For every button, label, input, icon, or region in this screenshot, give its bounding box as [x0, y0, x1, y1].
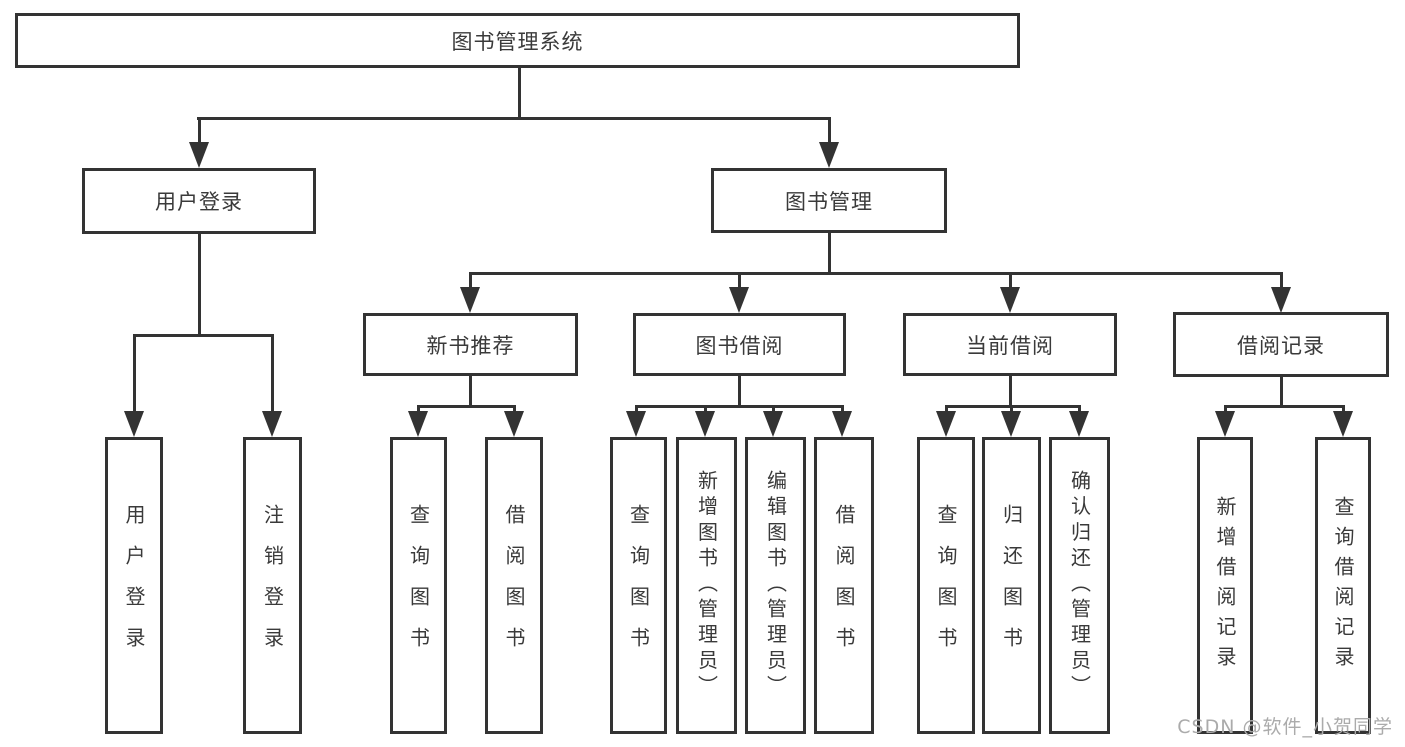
connector-stem [198, 233, 201, 336]
leaf-query-books-borrowing: 查询图书 [610, 437, 667, 734]
node-label: 图书借阅 [695, 333, 784, 358]
arrowhead-down-icon [262, 411, 282, 437]
connector-stem [1342, 405, 1345, 413]
connector-stem [772, 405, 775, 413]
connector-split [133, 334, 274, 337]
leaf-label: 归还图书 [999, 503, 1024, 668]
connector-stem [513, 405, 516, 413]
leaf-label: 查询图书 [934, 503, 958, 668]
node-label: 新书推荐 [426, 333, 515, 358]
node-label: 当前借阅 [966, 333, 1054, 358]
arrowhead-down-icon [408, 411, 428, 437]
connector-root-stem [518, 68, 521, 118]
connector-stem [1078, 405, 1081, 413]
node-label: 图书管理系统 [451, 29, 584, 54]
arrowhead-down-icon [1271, 287, 1291, 313]
arrowhead-down-icon [1215, 411, 1235, 437]
node-book-management: 图书管理 [711, 168, 947, 233]
leaf-logout: 注销登录 [243, 437, 302, 734]
connector-split [417, 405, 516, 408]
node-label: 用户登录 [155, 190, 243, 214]
leaf-label: 新增图书（管理员） [694, 470, 719, 701]
leaf-confirm-return-admin: 确认归还（管理员） [1049, 437, 1110, 734]
arrowhead-down-icon [189, 142, 209, 168]
leaf-label: 查询图书 [406, 503, 431, 668]
connector-stem [469, 376, 472, 407]
connector-stem [841, 405, 844, 413]
connector-stem [1224, 405, 1227, 413]
connector-stem [1009, 376, 1012, 407]
leaf-label: 用户登录 [122, 503, 146, 668]
leaf-user-login: 用户登录 [105, 437, 163, 734]
connector-stem [704, 405, 707, 413]
node-current-borrowing: 当前借阅 [903, 313, 1117, 376]
connector-split [469, 272, 1282, 275]
leaf-query-books-recommend: 查询图书 [390, 437, 447, 734]
connector-stem [1010, 405, 1013, 413]
connector-stem [828, 233, 831, 274]
leaf-label: 查询借阅记录 [1331, 495, 1355, 676]
connector-stem [1009, 272, 1012, 289]
connector-stem [945, 405, 948, 413]
connector-stem [417, 405, 420, 413]
connector-split [635, 405, 843, 408]
node-library-management-system: 图书管理系统 [15, 13, 1020, 68]
leaf-label: 借阅图书 [832, 503, 856, 668]
arrowhead-down-icon [504, 411, 524, 437]
leaf-label: 查询图书 [626, 503, 651, 668]
connector-stem [469, 272, 472, 289]
node-borrowing-records: 借阅记录 [1173, 312, 1389, 377]
connector-stem [1280, 272, 1283, 289]
arrowhead-down-icon [819, 142, 839, 168]
node-label: 图书管理 [785, 189, 873, 214]
watermark: CSDN @软件_小贺同学 [1177, 716, 1393, 738]
node-new-book-recommend: 新书推荐 [363, 313, 578, 376]
leaf-add-borrow-record: 新增借阅记录 [1197, 437, 1253, 734]
connector-stem [271, 334, 274, 413]
arrowhead-down-icon [729, 287, 749, 313]
connector-split [1224, 405, 1344, 408]
arrowhead-down-icon [832, 411, 852, 437]
leaf-label: 新增借阅记录 [1213, 495, 1237, 676]
leaf-label: 借阅图书 [502, 503, 526, 668]
arrowhead-down-icon [626, 411, 646, 437]
arrowhead-down-icon [124, 411, 144, 437]
leaf-borrow-books: 借阅图书 [814, 437, 874, 734]
leaf-return-books: 归还图书 [982, 437, 1041, 734]
arrowhead-down-icon [1333, 411, 1353, 437]
leaf-label: 注销登录 [260, 503, 285, 668]
connector-stem [828, 117, 831, 144]
arrowhead-down-icon [936, 411, 956, 437]
arrowhead-down-icon [695, 411, 715, 437]
leaf-borrow-books-recommend: 借阅图书 [485, 437, 543, 734]
connector-stem [1280, 377, 1283, 407]
leaf-label: 确认归还（管理员） [1067, 470, 1092, 701]
arrowhead-down-icon [1001, 411, 1021, 437]
connector-stem [133, 334, 136, 413]
node-book-borrowing: 图书借阅 [633, 313, 846, 376]
connector-stem [738, 376, 741, 407]
arrowhead-down-icon [1000, 287, 1020, 313]
connector-stem [635, 405, 638, 413]
leaf-query-books-current: 查询图书 [917, 437, 975, 734]
node-label: 借阅记录 [1237, 333, 1325, 358]
leaf-edit-books-admin: 编辑图书（管理员） [745, 437, 806, 734]
leaf-add-books-admin: 新增图书（管理员） [676, 437, 737, 734]
arrowhead-down-icon [763, 411, 783, 437]
connector-stem [738, 272, 741, 289]
connector-stem [198, 117, 201, 144]
leaf-label: 编辑图书（管理员） [763, 470, 788, 701]
connector-root-split [197, 117, 831, 120]
node-user-login: 用户登录 [82, 168, 316, 234]
leaf-query-borrow-record: 查询借阅记录 [1315, 437, 1371, 734]
arrowhead-down-icon [460, 287, 480, 313]
arrowhead-down-icon [1069, 411, 1089, 437]
